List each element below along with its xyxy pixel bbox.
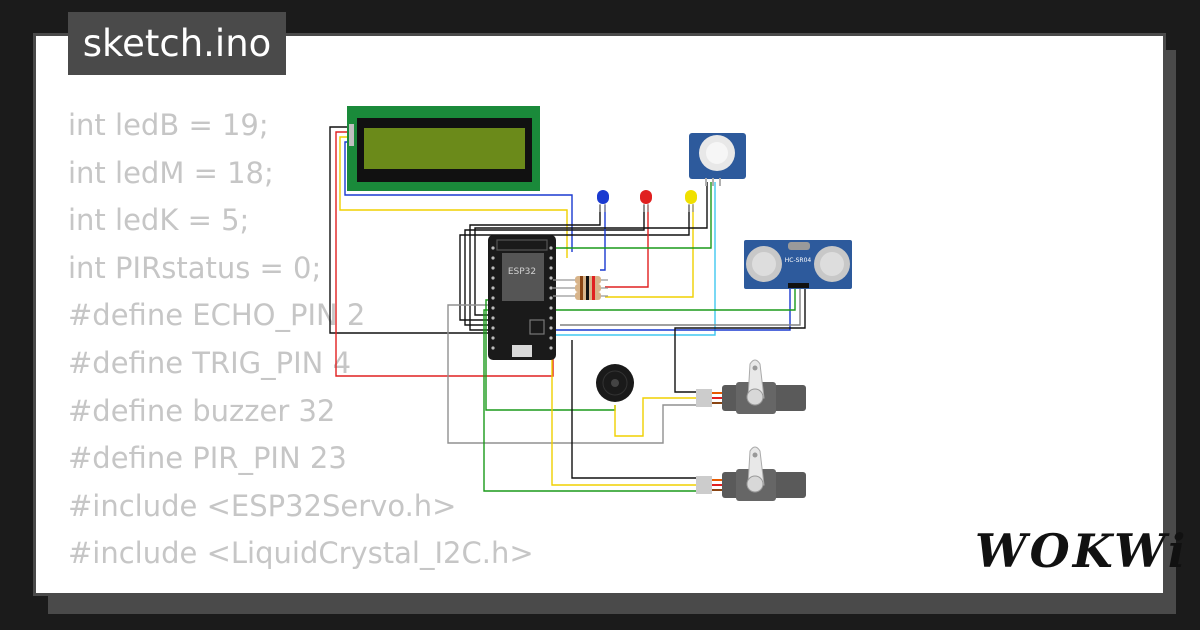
wire-black [474,182,708,316]
ultrasonic-label: HC-SR04 [785,257,812,264]
resistor-icon [553,292,608,300]
wire-gray [560,289,801,326]
code-line: int ledK = 5; [68,203,250,238]
servo-motor-icon [696,359,806,414]
code-line: #include <LiquidCrystal_I2C.h> [68,536,534,571]
esp32-board-icon: ESP32 [488,235,556,360]
wire-red [605,205,649,288]
wire-yellow [339,136,568,258]
wire-black [674,289,806,393]
code-line: #define buzzer 32 [68,393,336,428]
wire-blue [600,205,606,271]
wire-yellow [614,397,696,437]
wire-blue [552,289,791,331]
code-preview: int ledB = 19; int ledM = 18; int ledK =… [68,102,534,578]
code-line: #include <ESP32Servo.h> [68,488,457,523]
wire-black [469,205,601,331]
sketch-file-tab[interactable]: sketch.ino [68,12,286,75]
buzzer-icon [596,364,634,402]
lcd-display-icon [347,106,540,191]
ultrasonic-sensor-icon: HC-SR04 [744,240,852,289]
code-line: #define TRIG_PIN 4 [68,345,352,380]
board-label: ESP32 [508,267,536,277]
led-blue-icon [597,190,609,212]
code-line: #define ECHO_PIN 2 [68,298,366,333]
wokwi-logo[interactable]: WOKWi [975,524,1189,578]
code-line: int PIRstatus = 0; [68,250,322,285]
preview-card [33,33,1166,596]
resistor-icon [553,276,608,284]
code-line: int ledB = 19; [68,108,269,142]
wire-black [464,205,645,326]
code-line: #define PIR_PIN 23 [68,441,347,476]
wire-black [329,126,490,334]
pir-sensor-icon [689,133,746,186]
wire-gray [447,304,696,444]
code-line: int ledM = 18; [68,155,274,190]
wire-green [552,182,712,249]
wire-cyan [553,182,716,336]
wires [329,126,806,492]
servo-motor-icon [696,446,806,501]
wire-green [552,289,796,311]
led-red-icon [640,190,652,212]
wire-red [335,131,554,377]
wire-black [459,205,690,321]
led-yellow-icon [685,190,697,212]
circuit-diagram: HC-SR04 ESP32 [329,106,852,501]
wire-black [571,340,696,479]
wire-yellow [551,340,696,486]
wire-green [483,309,696,492]
wire-yellow [605,205,694,298]
resistor-icon [553,284,608,292]
